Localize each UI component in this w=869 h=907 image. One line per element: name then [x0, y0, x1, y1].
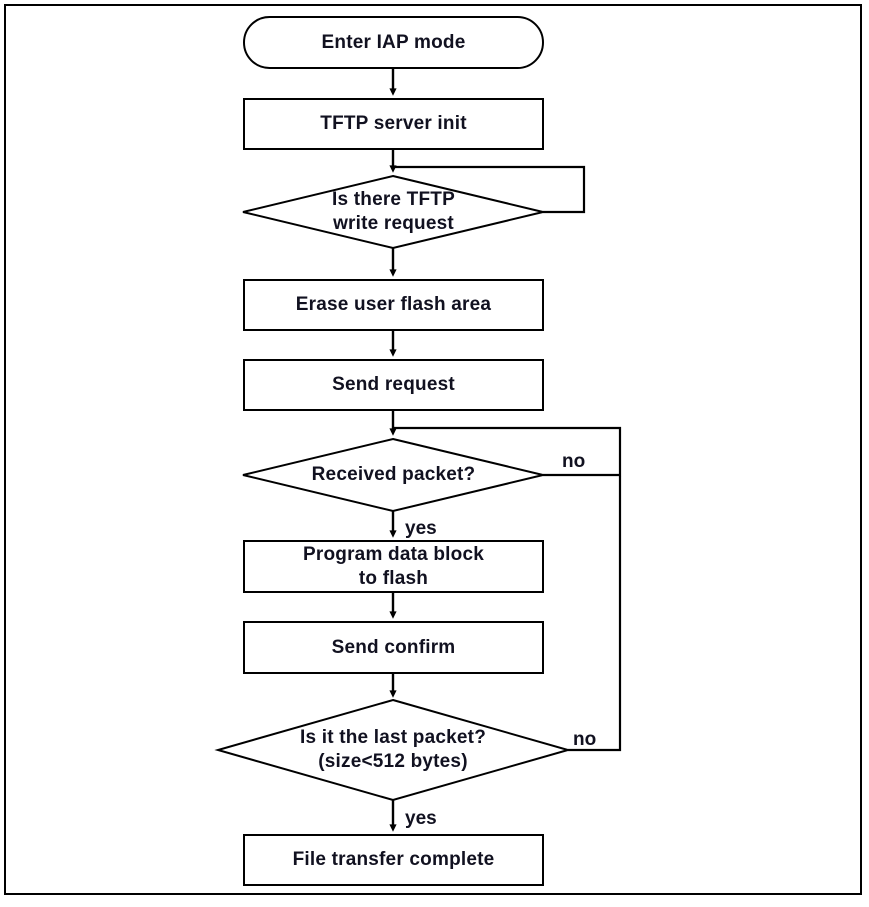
edge-label-received-packet-no: no — [562, 451, 586, 472]
node-shape-erase-user-flash-area — [243, 279, 544, 331]
node-shape-is-there-tftp-write-request — [242, 174, 544, 250]
node-shape-file-transfer-complete — [243, 834, 544, 886]
node-shape-received-packet — [242, 437, 544, 513]
node-shape-send-request — [243, 359, 544, 411]
edge-decision2-no-loop — [393, 426, 622, 477]
node-shape-send-confirm — [243, 621, 544, 674]
node-shape-enter-iap-mode — [243, 16, 544, 69]
node-shape-tftp-server-init — [243, 98, 544, 150]
edge-label-last-packet-yes: yes — [405, 808, 437, 829]
node-shape-program-data-block-to-flash — [243, 540, 544, 593]
edge-decision3-no-loop — [568, 476, 622, 752]
edge-label-last-packet-no: no — [573, 729, 597, 750]
edge-decision1-loop — [393, 165, 586, 214]
node-shape-is-it-the-last-packet — [214, 698, 572, 802]
edge-label-received-packet-yes: yes — [405, 518, 437, 539]
